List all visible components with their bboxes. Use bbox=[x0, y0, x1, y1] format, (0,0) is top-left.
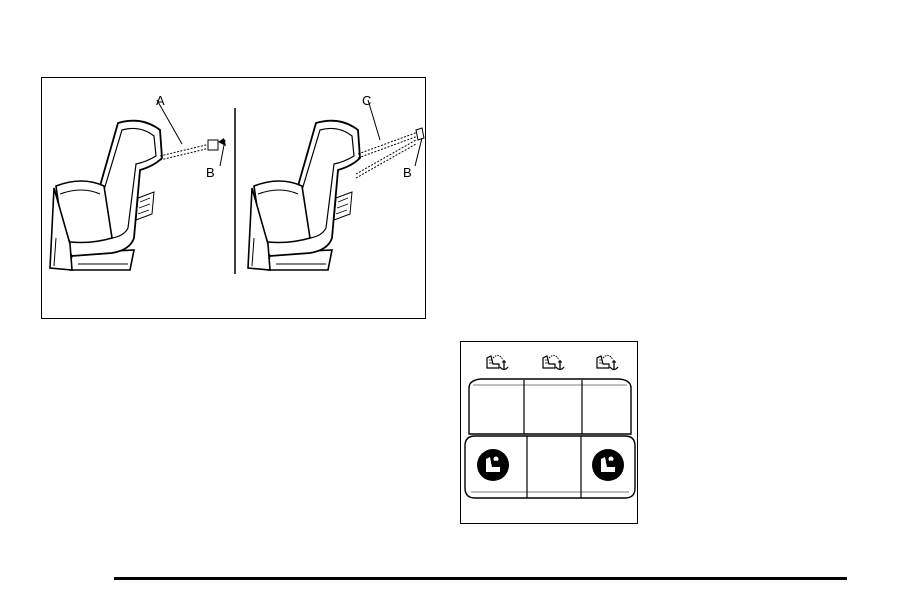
callout-b-right: B bbox=[403, 166, 412, 179]
callout-c: C bbox=[362, 94, 371, 107]
bench-anchor-drawing bbox=[461, 342, 639, 525]
footer-rule bbox=[114, 577, 847, 580]
callout-a: A bbox=[156, 94, 165, 107]
lower-anchor-icon bbox=[592, 449, 624, 481]
top-tether-anchor-icon bbox=[487, 355, 508, 369]
bench-seatback bbox=[469, 379, 631, 434]
top-tether-anchor-icon bbox=[543, 355, 564, 369]
lower-anchor-icon bbox=[477, 449, 509, 481]
callout-b-left: B bbox=[206, 166, 215, 179]
bench-anchor-diagram bbox=[460, 341, 638, 524]
child-seat-single-tether bbox=[50, 100, 226, 270]
tether-illustration: A B C B bbox=[41, 77, 426, 319]
top-tether-anchor-icon bbox=[597, 355, 618, 369]
child-seat-dual-tether bbox=[248, 100, 424, 270]
tether-illustration-drawing bbox=[42, 78, 427, 320]
